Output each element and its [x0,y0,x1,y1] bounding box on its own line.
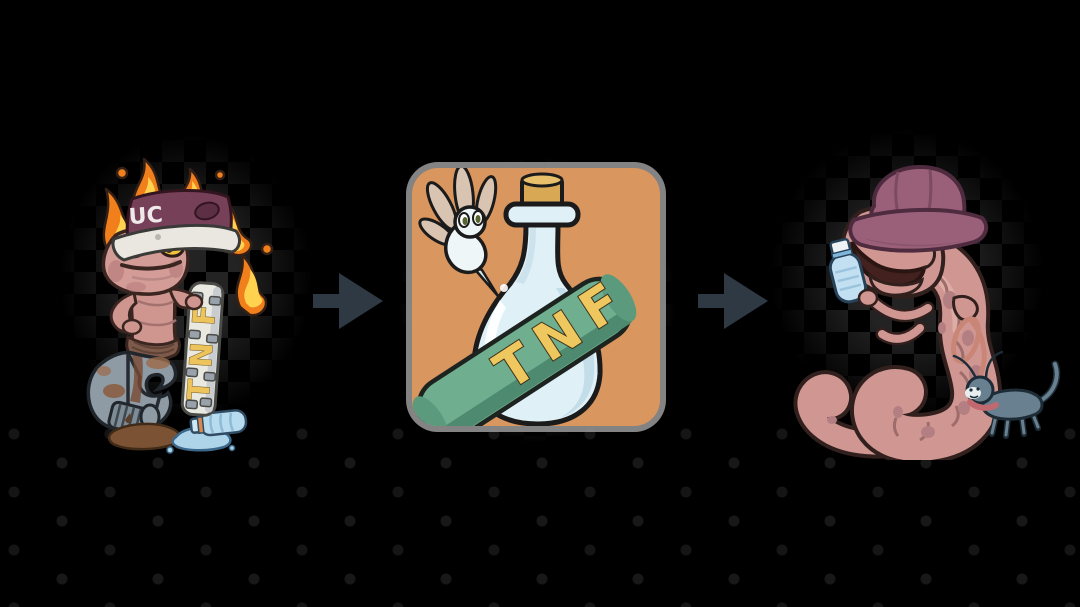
hook-tail [86,350,178,436]
tnf-potion-panel: T N F [412,168,660,426]
tnf-sash: T N F [412,271,637,426]
water-bottle-icon [828,237,935,346]
cat-icon [952,350,1061,439]
tnf-strip: F N T [180,281,225,417]
arrow-right-icon [698,270,768,332]
bucket-hat-icon [848,164,989,253]
uc-cap: UC [111,189,241,262]
spilled-bottle-icon [166,409,248,454]
mosquito-icon [418,168,500,297]
worm-torso [109,276,181,362]
strip-letter-bottom: T [182,378,218,401]
worm-right-arm [168,287,204,311]
cap-label: UC [128,203,164,230]
inflamed-worm-sticker: F N T UC [70,155,290,455]
strip-letter-middle: N [184,341,221,368]
happy-worm-sticker [770,150,1070,460]
arrow-right-icon [313,270,383,332]
